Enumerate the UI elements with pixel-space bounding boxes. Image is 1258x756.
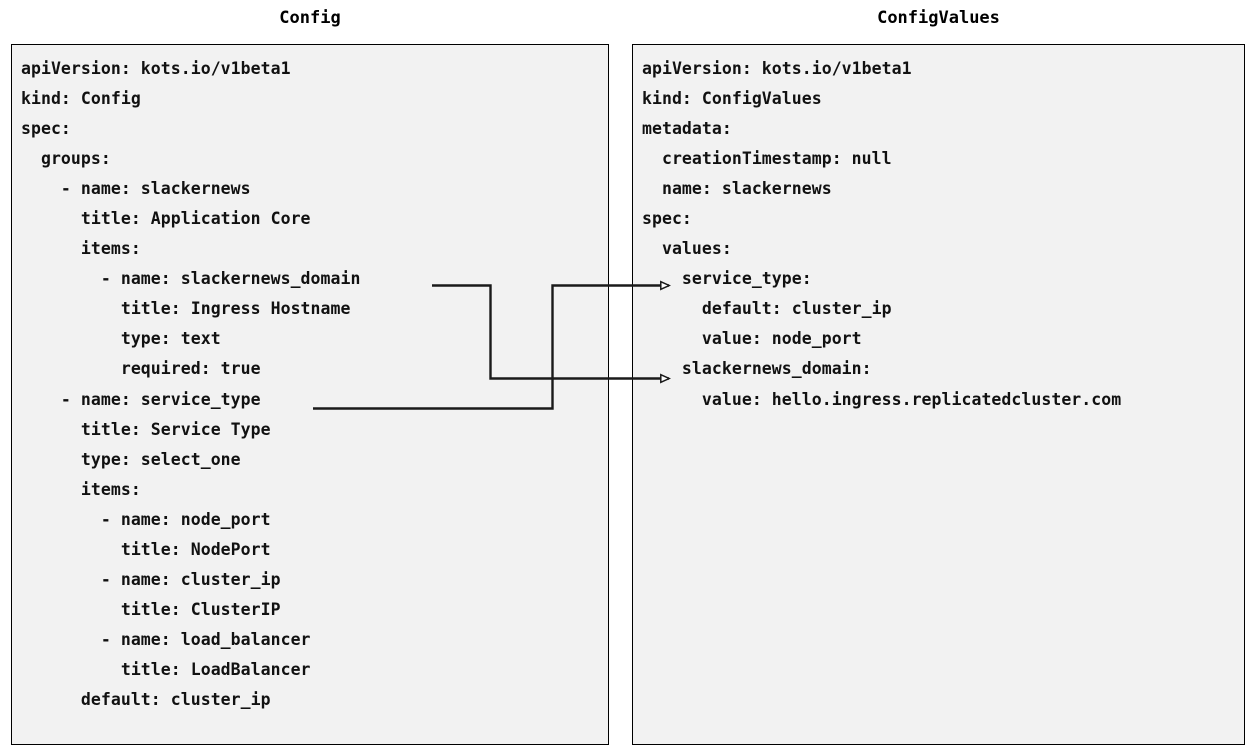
configvalues-panel-title: ConfigValues xyxy=(877,8,1000,28)
configvalues-yaml-line: apiVersion: kots.io/v1beta1 xyxy=(642,59,912,78)
config-yaml-line: items: xyxy=(21,239,141,259)
config-yaml-line: title: Ingress Hostname xyxy=(21,299,351,319)
configvalues-yaml-line: spec: xyxy=(642,209,692,229)
config-yaml-line: - name: cluster_ip xyxy=(21,569,281,589)
config-yaml-line: kind: Config xyxy=(21,89,141,109)
config-yaml-line: groups: xyxy=(21,149,111,169)
configvalues-yaml-line: service_type: xyxy=(642,269,812,289)
config-yaml-line: title: LoadBalancer xyxy=(21,659,311,679)
configvalues-yaml-line: creationTimestamp: null xyxy=(642,149,892,169)
config-yaml-line: - name: slackernews_domain xyxy=(21,269,361,289)
configvalues-yaml-line: default: cluster_ip xyxy=(642,299,892,319)
config-yaml-line: - name: load_balancer xyxy=(21,629,311,649)
config-yaml-line: type: text xyxy=(21,329,221,349)
configvalues-yaml-line: metadata: xyxy=(642,119,732,139)
config-yaml-line: title: ClusterIP xyxy=(21,599,281,619)
config-yaml-line: apiVersion: kots.io/v1beta1 xyxy=(21,59,291,78)
configvalues-yaml-line: name: slackernews xyxy=(642,179,832,199)
config-yaml-line: spec: xyxy=(21,119,71,139)
configvalues-yaml-block: apiVersion: kots.io/v1beta1 kind: ConfigV… xyxy=(642,54,1240,740)
configvalues-panel: apiVersion: kots.io/v1beta1 kind: ConfigV… xyxy=(632,44,1245,745)
config-yaml-line: items: xyxy=(21,479,141,499)
config-yaml-line: title: Service Type xyxy=(21,419,271,439)
config-yaml-line: type: select_one xyxy=(21,449,241,469)
configvalues-yaml-line: value: node_port xyxy=(642,329,862,349)
configvalues-yaml-line: value: hello.ingress.replicatedcluster.c… xyxy=(642,389,1122,409)
config-panel: apiVersion: kots.io/v1beta1 kind: Config s… xyxy=(11,44,609,745)
config-yaml-line: required: true xyxy=(21,359,261,379)
config-yaml-block: apiVersion: kots.io/v1beta1 kind: Config s… xyxy=(21,54,604,740)
configvalues-yaml-line: kind: ConfigValues xyxy=(642,89,822,109)
config-yaml-line: - name: service_type xyxy=(21,389,261,409)
config-yaml-line: - name: slackernews xyxy=(21,179,251,199)
config-panel-title: Config xyxy=(279,8,341,28)
config-yaml-line: default: cluster_ip xyxy=(21,689,271,709)
config-yaml-line: - name: node_port xyxy=(21,509,271,529)
configvalues-yaml-line: values: xyxy=(642,239,732,259)
configvalues-yaml-line: slackernews_domain: xyxy=(642,359,872,379)
config-yaml-line: title: NodePort xyxy=(21,539,271,559)
config-yaml-line: title: Application Core xyxy=(21,209,311,229)
